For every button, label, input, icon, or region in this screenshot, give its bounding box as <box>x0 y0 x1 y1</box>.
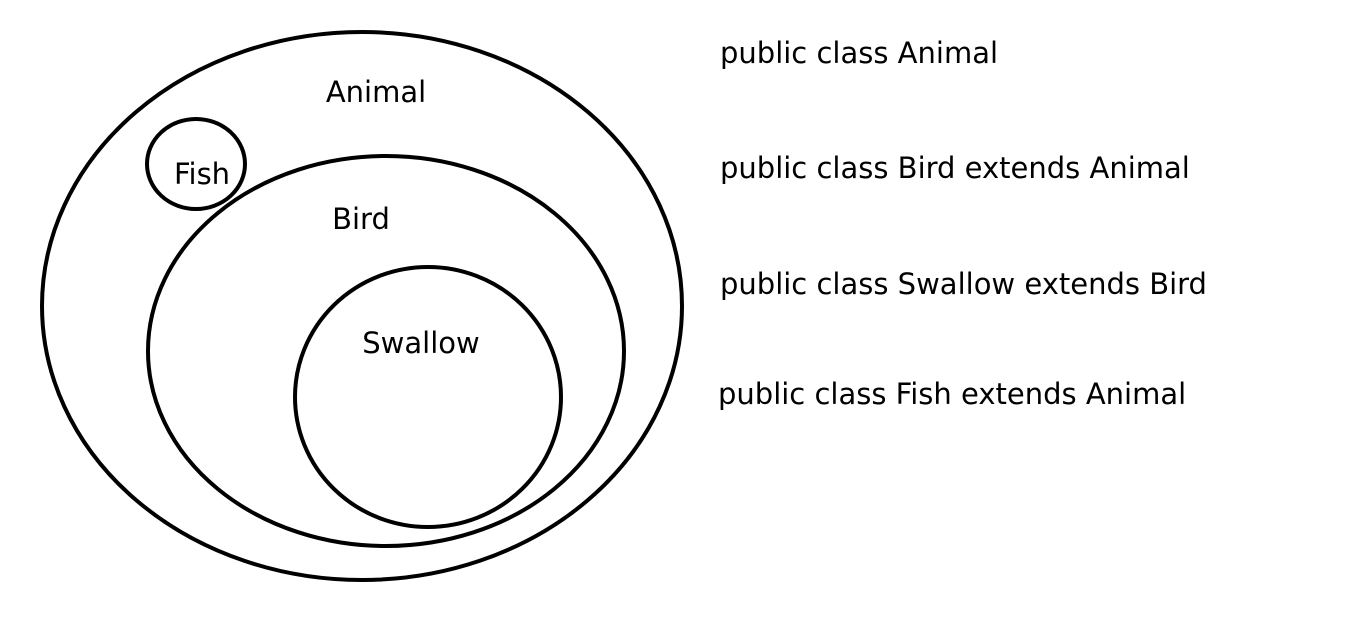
code-line-animal: public class Animal <box>720 36 999 70</box>
swallow-set-outline <box>293 265 563 529</box>
code-line-bird: public class Bird extends Animal <box>720 151 1190 185</box>
code-line-swallow: public class Swallow extends Bird <box>720 267 1207 301</box>
bird-label: Bird <box>332 202 390 236</box>
code-line-fish: public class Fish extends Animal <box>718 377 1187 411</box>
swallow-label: Swallow <box>362 326 479 360</box>
animal-set-outline <box>40 30 684 582</box>
animal-label: Animal <box>326 75 426 109</box>
fish-label: Fish <box>174 157 230 191</box>
bird-set-outline <box>146 154 626 548</box>
fish-set-outline <box>145 117 247 211</box>
